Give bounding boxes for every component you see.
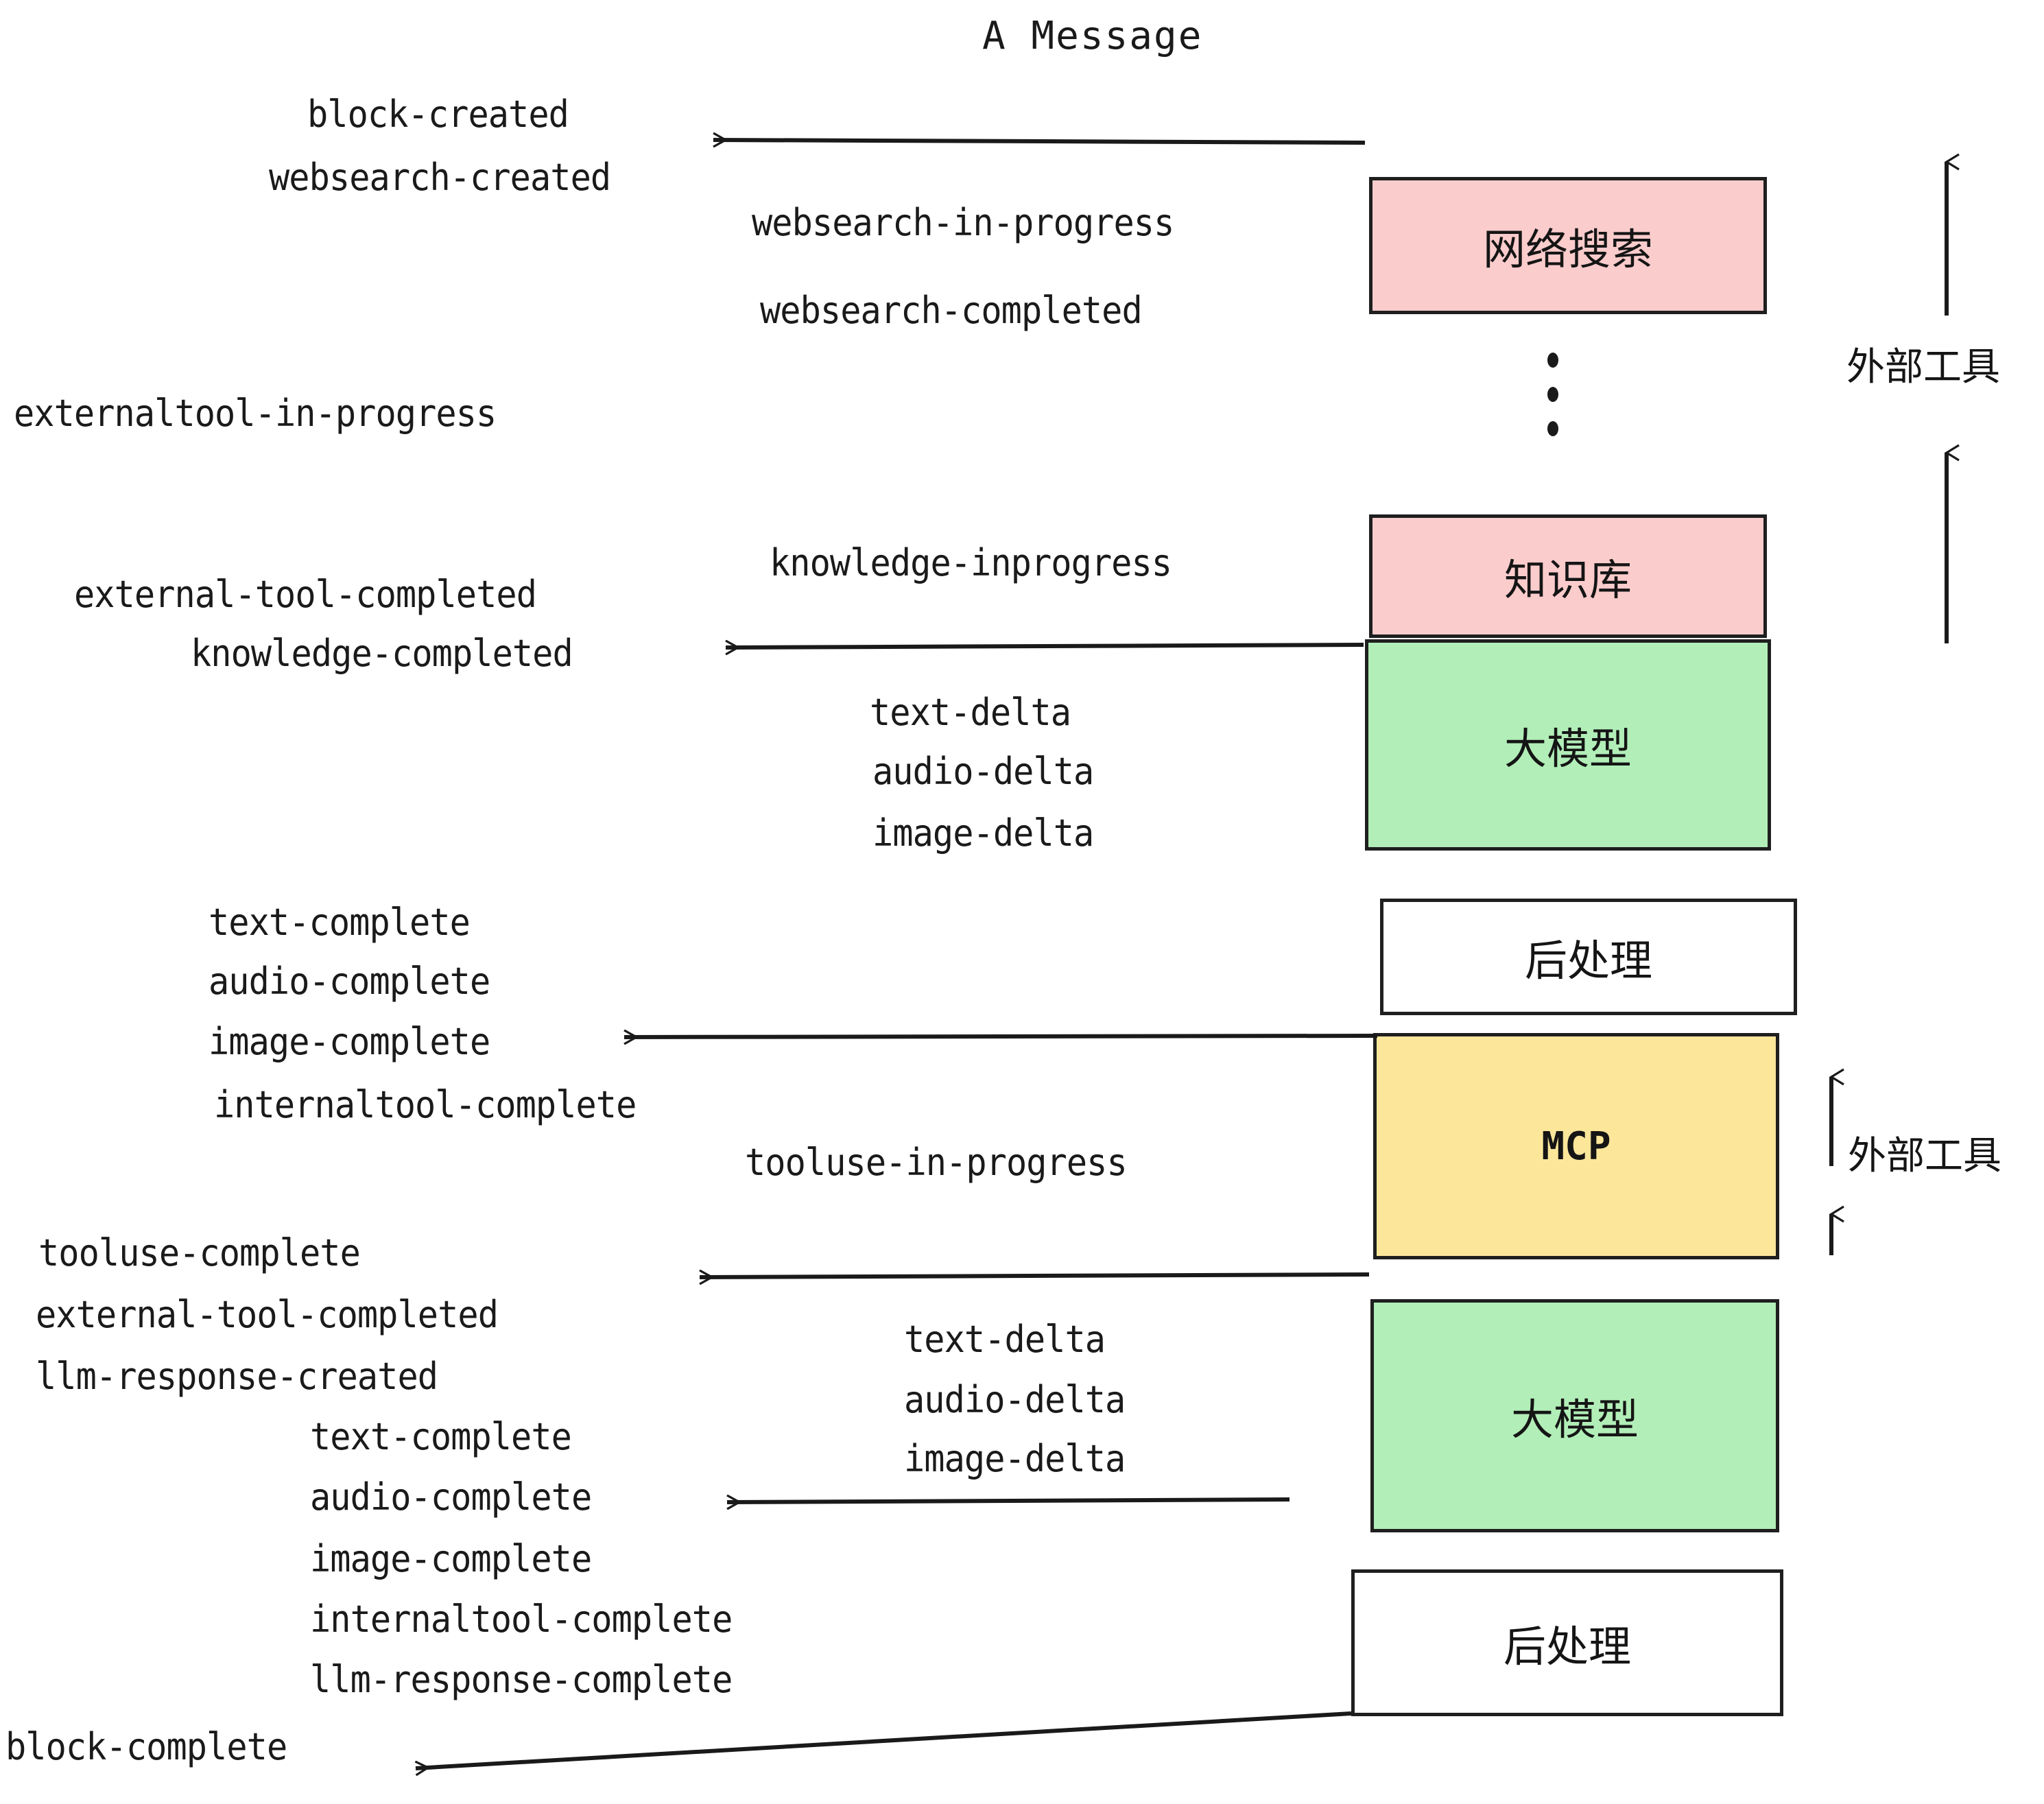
event-image-complete-1: image-complete	[209, 1020, 490, 1063]
node-websearch[interactable]: 网络搜索	[1369, 177, 1767, 314]
node-postprocess-bottom[interactable]: 后处理	[1351, 1569, 1783, 1716]
event-audio-complete-2: audio-complete	[310, 1475, 592, 1519]
side-label-external-tools-bottom: 外部工具	[1848, 1134, 2001, 1178]
event-tooluse-complete: tooluse-complete	[38, 1231, 361, 1274]
vertical-ellipsis-icon	[1547, 343, 1558, 446]
node-knowledge-label: 知识库	[1504, 555, 1632, 605]
node-mcp-label: MCP	[1541, 1124, 1611, 1169]
event-internaltool-complete-2: internaltool-complete	[310, 1598, 733, 1641]
node-llm-bottom[interactable]: 大模型	[1370, 1299, 1779, 1532]
node-llm-top[interactable]: 大模型	[1365, 639, 1771, 851]
arrow-post-to-image-complete	[624, 1036, 1378, 1037]
arrow-post-to-block-complete	[416, 1711, 1352, 1768]
event-image-delta-1: image-delta	[872, 811, 1094, 855]
node-llm-bottom-label: 大模型	[1510, 1394, 1639, 1445]
event-image-complete-2: image-complete	[310, 1537, 592, 1580]
node-knowledge[interactable]: 知识库	[1369, 514, 1767, 638]
node-postprocess-top[interactable]: 后处理	[1380, 899, 1797, 1015]
event-text-delta-2: text-delta	[904, 1318, 1106, 1361]
node-llm-top-label: 大模型	[1504, 724, 1632, 774]
event-text-complete-1: text-complete	[209, 901, 471, 944]
arrow-llm-to-tooluse-complete	[700, 1274, 1370, 1277]
side-label-external-tools-top: 外部工具	[1846, 345, 2000, 390]
arrow-llm-to-audio-complete	[727, 1499, 1290, 1502]
event-audio-complete-1: audio-complete	[209, 960, 490, 1003]
event-text-complete-2: text-complete	[310, 1415, 572, 1458]
event-websearch-in-progress: websearch-in-progress	[752, 201, 1174, 244]
event-external-tool-completed-2: external-tool-completed	[36, 1293, 499, 1336]
node-postprocess-top-label: 后处理	[1524, 936, 1652, 986]
node-postprocess-bottom-label: 后处理	[1503, 1622, 1631, 1672]
event-internaltool-complete-1: internaltool-complete	[214, 1083, 637, 1126]
event-knowledge-inprogress: knowledge-inprogress	[770, 541, 1172, 584]
node-mcp[interactable]: MCP	[1373, 1033, 1779, 1259]
event-block-created: block-created	[307, 93, 569, 136]
event-llm-response-created: llm-response-created	[36, 1355, 438, 1398]
event-image-delta-2: image-delta	[904, 1437, 1126, 1480]
event-llm-response-complete: llm-response-complete	[310, 1658, 733, 1701]
event-audio-delta-2: audio-delta	[904, 1378, 1126, 1421]
event-external-tool-completed-1: external-tool-completed	[74, 573, 537, 616]
event-knowledge-completed: knowledge-completed	[191, 632, 573, 675]
event-websearch-created: websearch-created	[269, 156, 611, 199]
event-websearch-completed: websearch-completed	[760, 289, 1143, 332]
arrow-llm-to-knowledge-completed	[726, 645, 1364, 648]
event-tooluse-in-progress: tooluse-in-progress	[745, 1141, 1128, 1184]
event-text-delta-1: text-delta	[870, 691, 1071, 734]
event-audio-delta-1: audio-delta	[872, 750, 1094, 793]
diagram-title: A Message	[982, 14, 1203, 58]
event-externaltool-in-progress: externaltool-in-progress	[14, 392, 497, 435]
event-block-complete: block-complete	[5, 1725, 287, 1768]
node-websearch-label: 网络搜索	[1482, 224, 1653, 274]
arrow-websearch-to-block-created	[713, 140, 1366, 143]
